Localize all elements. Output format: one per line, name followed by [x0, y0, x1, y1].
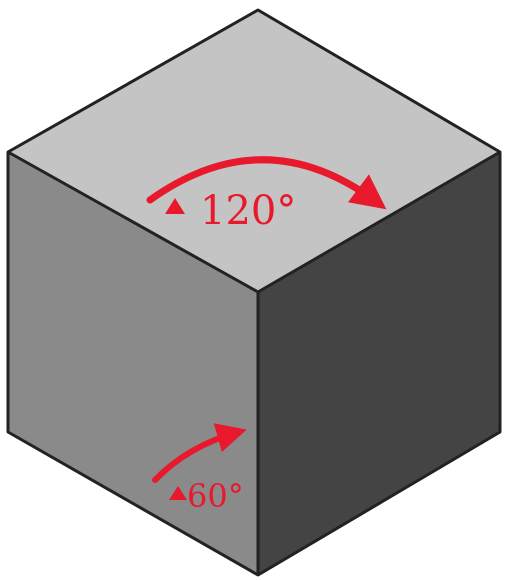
bottom-angle-annotation: 60°	[152, 423, 247, 515]
bottom-angle-arc-arrow	[152, 423, 247, 483]
top-angle-label: 120°	[200, 188, 296, 234]
top-angle-marker	[165, 198, 185, 214]
top-angle-annotation: 120°	[146, 156, 387, 234]
bottom-angle-label: 60°	[187, 477, 244, 515]
cube-edges	[6, 8, 502, 577]
bottom-angle-marker	[169, 486, 187, 500]
top-angle-arc-arrow	[146, 156, 387, 210]
